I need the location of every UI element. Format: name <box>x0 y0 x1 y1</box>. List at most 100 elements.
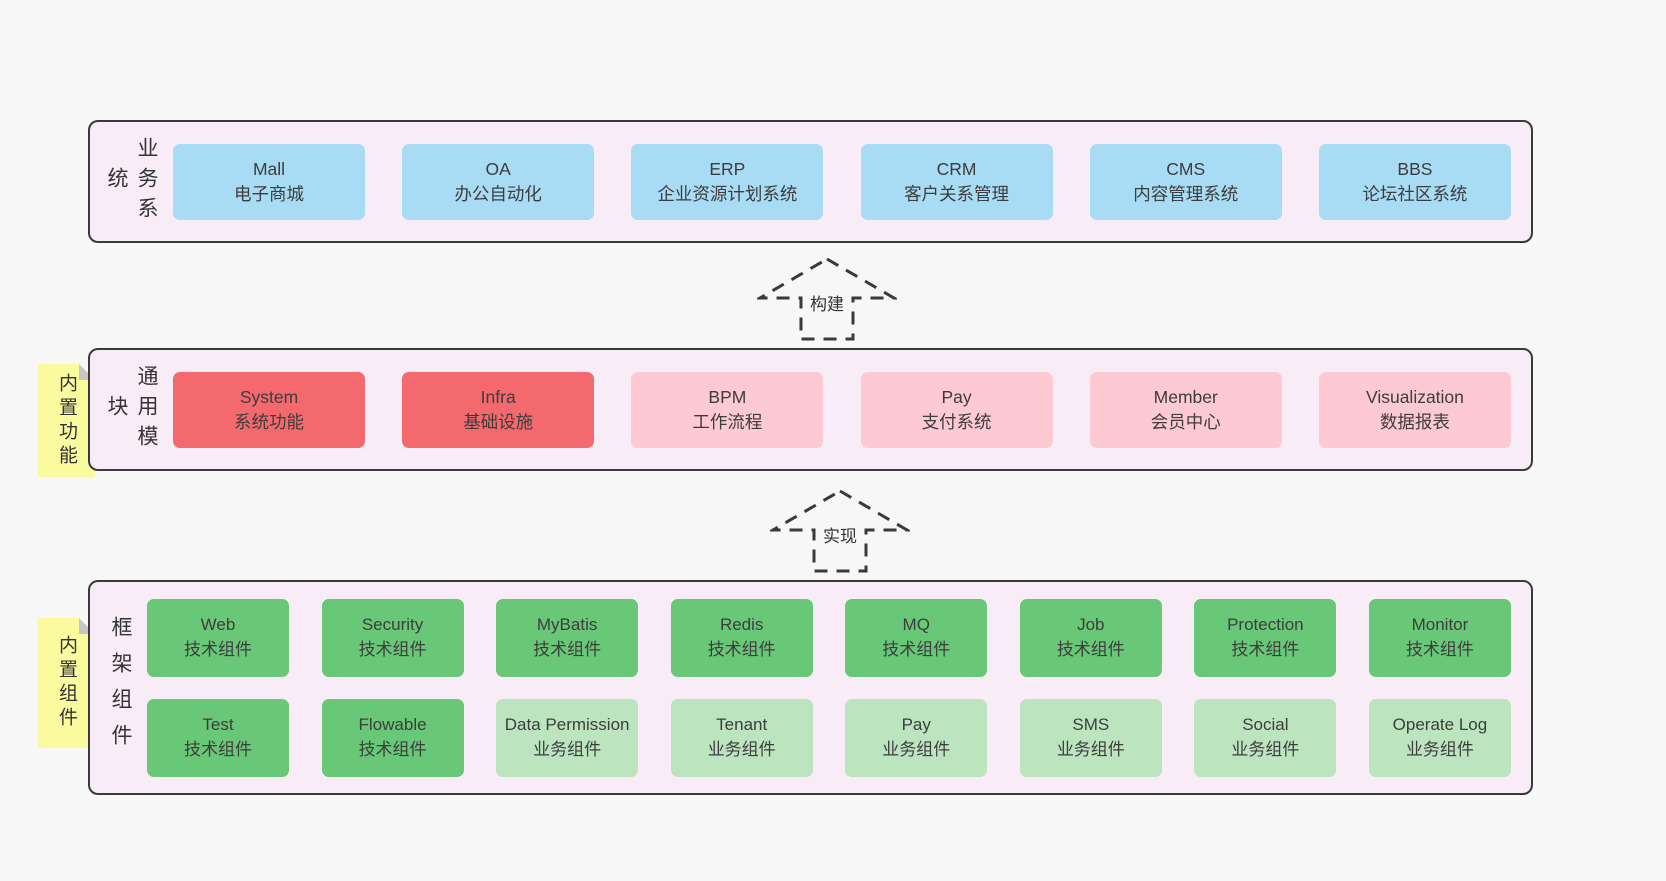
box-data-permission: Data Permission 业务组件 <box>496 698 639 777</box>
box-title: Visualization <box>1365 386 1464 407</box>
box-bpm: BPM 工作流程 <box>631 371 824 448</box>
layer-label-common-modules: 通用模块 <box>105 364 158 455</box>
box-title: Security <box>361 615 424 635</box>
box-title: Operate Log <box>1392 715 1488 735</box>
box-title: BPM <box>708 386 747 407</box>
box-title: Data Permission <box>504 715 630 735</box>
box-operate-log: Operate Log 业务组件 <box>1368 698 1511 777</box>
box-sms: SMS 业务组件 <box>1019 698 1162 777</box>
box-title: MyBatis <box>536 615 598 635</box>
box-subtitle: 技术组件 <box>184 739 252 759</box>
box-title: CMS <box>1166 158 1206 179</box>
dashed-up-arrow-icon <box>770 489 910 573</box>
box-row: System 系统功能 Infra 基础设施 BPM 工作流程 Pay 支付系统 Member 会… <box>173 371 1511 448</box>
arrow-build-label: 构建 <box>806 289 848 316</box>
box-tenant: Tenant 业务组件 <box>670 698 813 777</box>
box-subtitle: 客户关系管理 <box>904 183 1010 204</box>
box-title: Redis <box>719 615 764 635</box>
layer-common-modules: 通用模块 System 系统功能 Infra 基础设施 BPM 工作流程 Pay 支付系统 Me… <box>88 348 1533 471</box>
box-subtitle: 论坛社区系统 <box>1362 183 1468 204</box>
side-note-built-in-components: 内置组件 <box>38 618 95 748</box>
box-protection: Protection 技术组件 <box>1194 598 1337 677</box>
box-member: Member 会员中心 <box>1089 371 1282 448</box>
box-title: Tenant <box>716 715 768 735</box>
box-subtitle: 业务组件 <box>1056 739 1125 759</box>
box-title: Protection <box>1227 615 1304 635</box>
box-title: Pay <box>941 386 972 407</box>
box-pay: Pay 业务组件 <box>845 698 988 777</box>
box-subtitle: 技术组件 <box>358 639 427 659</box>
box-title: Test <box>202 715 234 735</box>
side-note-built-in-features: 内置功能 <box>38 364 95 477</box>
box-subtitle: 办公自动化 <box>454 183 542 204</box>
box-title: MQ <box>902 615 930 635</box>
box-subtitle: 工作流程 <box>692 411 763 432</box>
box-mybatis: MyBatis 技术组件 <box>496 598 639 677</box>
box-subtitle: 业务组件 <box>882 739 951 759</box>
box-redis: Redis 技术组件 <box>670 598 813 677</box>
side-note-label: 内置组件 <box>56 635 77 731</box>
box-security: Security 技术组件 <box>321 598 464 677</box>
box-subtitle: 技术组件 <box>707 639 776 659</box>
arrow-implement: 实现 <box>770 488 910 574</box>
arrow-implement-label: 实现 <box>819 521 861 548</box>
side-note-label: 内置功能 <box>56 372 77 469</box>
box-title: OA <box>485 158 511 179</box>
arrow-build: 构建 <box>757 256 897 342</box>
box-flowable: Flowable 技术组件 <box>321 698 464 777</box>
box-subtitle: 技术组件 <box>184 639 252 659</box>
box-job: Job 技术组件 <box>1019 598 1162 677</box>
box-erp: ERP 企业资源计划系统 <box>631 143 824 220</box>
box-title: Flowable <box>358 715 427 735</box>
box-title: SMS <box>1072 715 1110 735</box>
box-oa: OA 办公自动化 <box>402 143 595 220</box>
box-subtitle: 业务组件 <box>707 739 776 759</box>
box-title: Job <box>1077 615 1105 635</box>
box-title: Pay <box>901 715 931 735</box>
box-pay: Pay 支付系统 <box>860 371 1053 448</box>
dashed-up-arrow-icon <box>757 257 897 341</box>
box-title: BBS <box>1397 158 1433 179</box>
box-subtitle: 业务组件 <box>1405 739 1474 759</box>
box-title: Web <box>200 615 236 635</box>
box-subtitle: 业务组件 <box>533 739 602 759</box>
box-title: System <box>239 386 299 407</box>
box-subtitle: 技术组件 <box>358 739 427 759</box>
box-system: System 系统功能 <box>173 371 365 448</box>
box-subtitle: 企业资源计划系统 <box>657 183 798 204</box>
box-subtitle: 技术组件 <box>1056 639 1125 659</box>
box-title: Infra <box>480 386 516 407</box>
box-title: Social <box>1242 715 1289 735</box>
box-web: Web 技术组件 <box>147 598 289 677</box>
box-bbs: BBS 论坛社区系统 <box>1318 143 1511 220</box>
box-title: Member <box>1153 386 1218 407</box>
box-cms: CMS 内容管理系统 <box>1089 143 1282 220</box>
box-subtitle: 会员中心 <box>1150 411 1221 432</box>
box-subtitle: 基础设施 <box>463 411 534 432</box>
box-subtitle: 支付系统 <box>921 411 992 432</box>
box-title: CRM <box>936 158 977 179</box>
box-crm: CRM 客户关系管理 <box>860 143 1053 220</box>
layer-label-framework-components: 框架组件 <box>109 615 132 760</box>
box-subtitle: 技术组件 <box>1405 639 1474 659</box>
box-subtitle: 系统功能 <box>234 411 304 432</box>
box-subtitle: 技术组件 <box>533 639 602 659</box>
box-subtitle: 电子商城 <box>234 183 304 204</box>
layer-label-business-systems: 业务系统 <box>105 136 158 227</box>
box-subtitle: 技术组件 <box>1231 639 1300 659</box>
box-subtitle: 内容管理系统 <box>1133 183 1239 204</box>
box-title: ERP <box>709 158 746 179</box>
box-infra: Infra 基础设施 <box>402 371 595 448</box>
